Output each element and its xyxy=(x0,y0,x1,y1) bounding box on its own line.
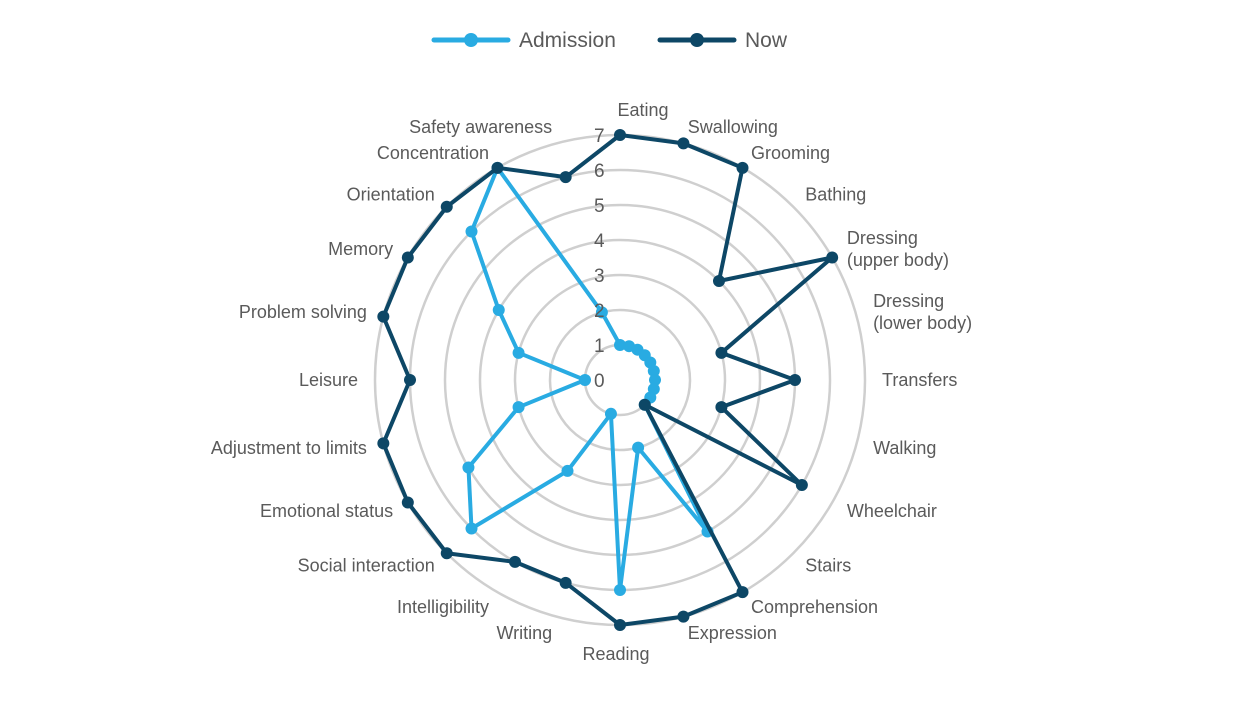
data-point xyxy=(614,339,626,351)
legend-marker-icon xyxy=(690,33,704,47)
data-point xyxy=(491,161,504,174)
data-point xyxy=(465,522,478,535)
data-point xyxy=(440,547,453,560)
category-label: Reading xyxy=(582,644,649,664)
data-point xyxy=(736,161,749,174)
tick-label: 3 xyxy=(594,266,605,287)
data-point xyxy=(649,374,661,386)
grid-ring xyxy=(548,308,692,452)
category-label: Bathing xyxy=(805,185,866,205)
category-label: Adjustment to limits xyxy=(211,438,367,458)
data-point xyxy=(715,346,728,359)
category-label: Safety awareness xyxy=(409,117,552,137)
legend-item-now[interactable]: Now xyxy=(657,29,788,52)
category-label: Swallowing xyxy=(688,117,778,137)
data-point xyxy=(614,619,626,631)
category-label: Expression xyxy=(688,623,777,643)
data-point xyxy=(401,251,414,264)
data-point xyxy=(512,401,525,414)
data-point xyxy=(677,137,690,150)
data-point xyxy=(595,306,608,319)
tick-label: 7 xyxy=(594,126,605,147)
category-label: Writing xyxy=(497,623,553,643)
data-point xyxy=(377,310,390,323)
category-label: Intelligibility xyxy=(397,597,489,617)
category-label: Dressing(upper body) xyxy=(847,228,949,270)
category-label: Memory xyxy=(328,239,393,259)
tick-label: 2 xyxy=(594,301,605,322)
category-label: Transfers xyxy=(882,370,957,390)
data-point xyxy=(632,441,645,454)
legend-item-admission[interactable]: Admission xyxy=(431,29,616,52)
category-label: Wheelchair xyxy=(847,501,937,521)
data-point xyxy=(789,374,801,386)
data-point xyxy=(401,496,414,509)
category-label: Stairs xyxy=(805,555,851,575)
data-point xyxy=(559,171,572,184)
data-point xyxy=(712,275,725,288)
legend-label: Admission xyxy=(519,29,616,52)
grid-ring xyxy=(513,273,727,487)
series-group xyxy=(377,129,839,631)
data-point xyxy=(462,461,475,474)
category-label: Dressing(lower body) xyxy=(873,291,972,333)
tick-label: 0 xyxy=(594,371,605,392)
data-point xyxy=(604,407,617,420)
data-point xyxy=(647,364,660,377)
legend-label: Now xyxy=(745,29,788,52)
grid-ring xyxy=(478,238,762,522)
legend: Admission Now xyxy=(431,29,788,52)
category-label: Concentration xyxy=(377,143,489,163)
series-admission xyxy=(462,161,714,596)
category-label: Social interaction xyxy=(298,555,435,575)
data-point xyxy=(677,610,690,623)
data-point xyxy=(404,374,416,386)
data-point xyxy=(579,374,591,386)
grid-ring xyxy=(443,203,797,557)
data-point xyxy=(638,398,651,411)
legend-marker-icon xyxy=(464,33,478,47)
data-point xyxy=(492,304,505,316)
category-label: Orientation xyxy=(347,185,435,205)
data-point xyxy=(512,346,525,359)
category-label: Walking xyxy=(873,438,936,458)
data-point xyxy=(736,586,749,599)
tick-label: 4 xyxy=(594,231,605,252)
tick-label: 6 xyxy=(594,161,605,182)
data-point xyxy=(614,129,626,141)
data-point xyxy=(559,576,572,589)
category-label: Grooming xyxy=(751,143,830,163)
category-label: Comprehension xyxy=(751,597,878,617)
tick-label: 1 xyxy=(594,336,605,357)
category-labels: EatingSwallowingGroomingBathingDressing(… xyxy=(211,100,972,664)
data-point xyxy=(614,584,626,596)
category-label: Emotional status xyxy=(260,501,393,521)
series-now xyxy=(377,129,839,631)
data-point xyxy=(561,464,574,477)
data-point xyxy=(440,200,453,213)
tick-label: 5 xyxy=(594,196,605,217)
data-point xyxy=(715,401,728,414)
category-label: Leisure xyxy=(299,370,358,390)
data-point xyxy=(509,555,521,568)
tick-labels: 0 1 2 3 4 5 6 7 xyxy=(594,126,605,392)
data-point xyxy=(465,225,478,238)
data-point xyxy=(826,251,839,264)
data-point xyxy=(377,437,390,450)
category-label: Eating xyxy=(617,100,668,120)
category-label: Problem solving xyxy=(239,302,367,322)
data-point xyxy=(795,479,808,491)
